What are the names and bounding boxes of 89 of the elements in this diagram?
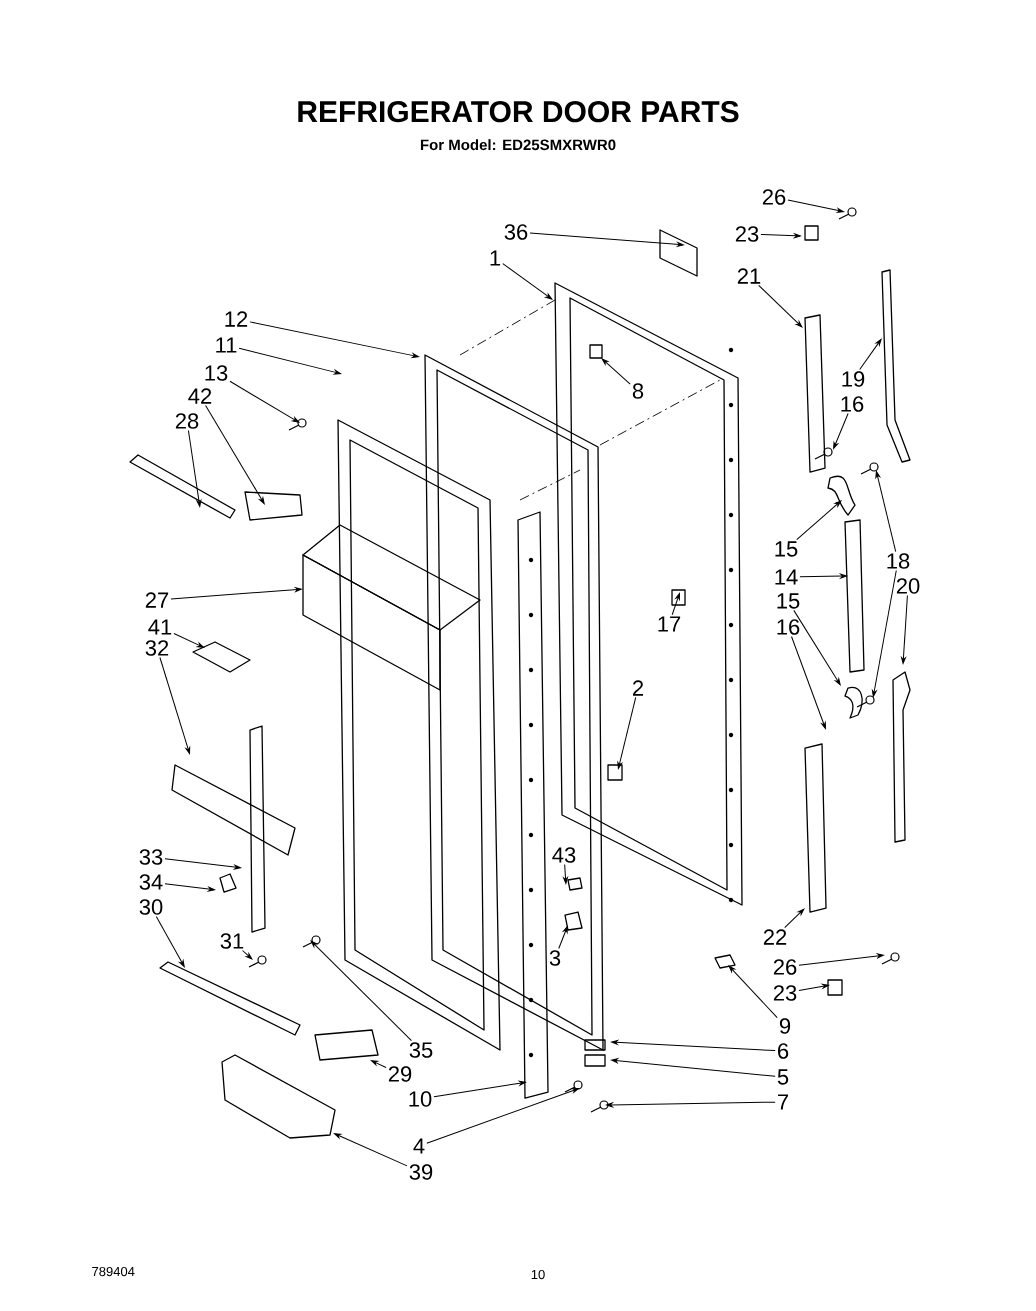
leader-line <box>529 232 684 247</box>
leader-line <box>784 908 805 929</box>
callout-number: 32 <box>145 640 169 656</box>
leader-line <box>611 1058 776 1077</box>
leader-line <box>155 916 185 968</box>
leader-line <box>791 636 826 729</box>
callout-number: 41 <box>148 619 172 635</box>
leader-line <box>164 883 215 892</box>
leader-line <box>242 950 253 960</box>
leader-line <box>502 263 553 300</box>
callout-number: 10 <box>409 1091 432 1107</box>
leader-line <box>333 1133 408 1167</box>
leader-line <box>229 380 300 423</box>
title: REFRIGERATOR DOOR PARTS <box>298 101 739 123</box>
callout-number: 29 <box>388 1066 412 1082</box>
leader-line <box>796 500 842 541</box>
callout-number: 15 <box>775 541 798 557</box>
callout-number: 7 <box>778 1094 789 1110</box>
page-number: 10 <box>531 1269 545 1280</box>
leader-line <box>173 633 205 648</box>
callout-number: 5 <box>777 1069 789 1085</box>
callout-number: 16 <box>841 396 864 412</box>
leader-line <box>433 1080 526 1098</box>
leader-line <box>558 926 568 949</box>
callout-number: 26 <box>762 189 786 205</box>
callout-number: 11 <box>216 337 237 353</box>
subtitle: For Model: ED25SMXRWR0 <box>420 139 616 151</box>
leader-line <box>426 1088 579 1144</box>
leader-line <box>205 404 265 505</box>
callout-number: 23 <box>773 985 797 1001</box>
callout-number: 20 <box>896 578 920 594</box>
leader-line <box>370 1060 387 1068</box>
callout-number: 21 <box>737 268 761 284</box>
leader-line <box>799 573 847 579</box>
callout-number: 17 <box>658 616 681 632</box>
callout-number: 19 <box>842 371 865 387</box>
callout-number: 3 <box>549 950 561 966</box>
callout-number: 8 <box>632 383 644 399</box>
callout-number: 31 <box>220 933 244 949</box>
leader-line <box>859 338 882 370</box>
callout-number: 42 <box>188 388 212 404</box>
leader-line <box>606 1101 776 1108</box>
callout-number: 39 <box>409 1164 433 1180</box>
leader-line <box>871 570 897 697</box>
callout-number: 35 <box>409 1042 433 1058</box>
leader-line <box>833 413 849 450</box>
leader-line <box>901 595 908 664</box>
leader-line <box>760 233 801 239</box>
callout-number: 14 <box>775 569 798 585</box>
callout-number: 36 <box>504 224 528 240</box>
page-code: 789404 <box>92 1266 135 1277</box>
callout-number: 28 <box>175 413 199 429</box>
callout-number: 27 <box>145 592 169 608</box>
callout-number: 33 <box>139 849 163 865</box>
leader-line <box>798 983 829 992</box>
leader-line <box>611 1040 776 1052</box>
leader-line <box>793 609 841 686</box>
callout-number: 4 <box>413 1138 425 1154</box>
callout-number: 15 <box>777 593 800 609</box>
callout-number: 18 <box>887 553 910 569</box>
callout-number: 23 <box>735 226 759 242</box>
leader-line <box>249 321 419 358</box>
callout-number: 43 <box>552 847 576 863</box>
callout-number: 1 <box>490 250 501 266</box>
callout-number: 22 <box>763 929 787 945</box>
leader-line <box>671 593 680 616</box>
leader-line <box>875 471 897 552</box>
callout-number: 34 <box>139 874 163 890</box>
leader-line <box>798 953 884 966</box>
leader-line <box>159 657 191 754</box>
callout-number: 12 <box>225 311 248 327</box>
leader-line <box>617 696 637 769</box>
leader-line <box>187 430 202 507</box>
leader-line <box>563 864 568 884</box>
leader-line <box>758 284 803 328</box>
leader-line <box>238 347 341 375</box>
leader-line <box>164 858 241 870</box>
callout-number: 30 <box>139 899 163 915</box>
leader-line <box>601 358 631 385</box>
leader-line <box>170 587 302 600</box>
callout-number: 16 <box>777 619 800 635</box>
callout-number: 2 <box>633 680 644 696</box>
callout-number: 13 <box>205 365 228 381</box>
callout-number: 26 <box>773 959 797 975</box>
leader-line <box>310 940 412 1041</box>
callout-number: 9 <box>779 1018 791 1034</box>
leader-line <box>787 199 844 213</box>
leader-line <box>728 965 778 1019</box>
callout-number: 6 <box>778 1043 789 1059</box>
